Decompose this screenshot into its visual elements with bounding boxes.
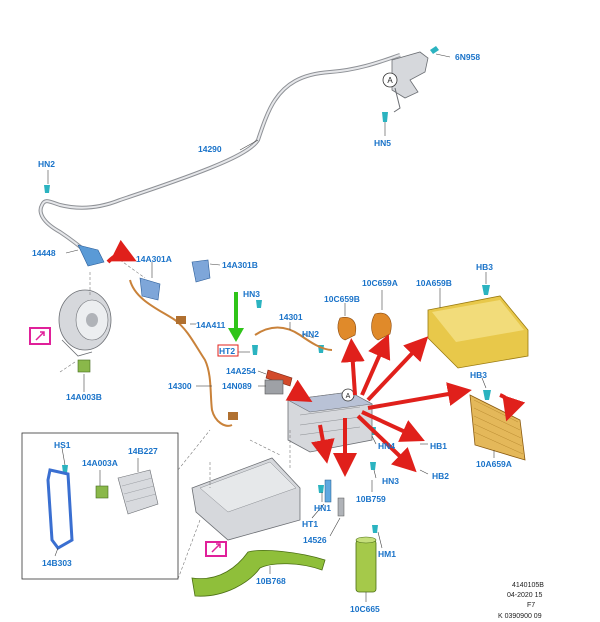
leader-lines bbox=[47, 53, 495, 602]
label-14A411: 14A411 bbox=[196, 320, 226, 330]
label-14N089: 14N089 bbox=[222, 381, 252, 391]
label-14A003A: 14A003A bbox=[82, 458, 118, 468]
connector-14A301A bbox=[139, 277, 161, 301]
label-14A301B: 14A301B bbox=[222, 260, 258, 270]
part-14A003A bbox=[95, 485, 109, 499]
label-10C665: 10C665 bbox=[350, 604, 380, 614]
top-bracket: A bbox=[382, 51, 429, 113]
label-14300: 14300 bbox=[168, 381, 192, 391]
footer-line4: K 0390900 09 bbox=[498, 613, 542, 620]
sensor-14526 bbox=[324, 479, 332, 503]
label-14A301A: 14A301A bbox=[136, 254, 172, 264]
pad-10C659B bbox=[337, 317, 357, 341]
connector-14A411 bbox=[176, 316, 186, 324]
label-10A659A: 10A659A bbox=[476, 459, 512, 469]
footer-line1: 4140105B bbox=[512, 582, 544, 589]
label-HN1: HN1 bbox=[314, 503, 331, 513]
label-10C659A: 10C659A bbox=[362, 278, 398, 288]
label-HB3-mid: HB3 bbox=[470, 370, 487, 380]
lower-tray bbox=[191, 430, 301, 541]
connector-14300 bbox=[228, 412, 238, 420]
callout-letter: A bbox=[387, 76, 393, 85]
label-HN3-top: HN3 bbox=[243, 289, 260, 299]
footer-line2: 04-2020 15 bbox=[507, 592, 543, 599]
highlight-box-bottom bbox=[205, 541, 227, 557]
label-10B768: 10B768 bbox=[256, 576, 286, 586]
label-14448: 14448 bbox=[32, 248, 56, 258]
main-cable-harness bbox=[38, 53, 401, 257]
pad-10C659A bbox=[371, 312, 392, 341]
label-HN3-bottom: HN3 bbox=[382, 476, 399, 486]
connector-14A301B bbox=[191, 259, 211, 283]
part-14A003B bbox=[77, 359, 91, 373]
label-10A659B: 10A659B bbox=[416, 278, 452, 288]
svg-text:A: A bbox=[346, 393, 351, 400]
fastener-icons bbox=[44, 46, 491, 533]
label-14301: 14301 bbox=[279, 312, 303, 322]
sensor-ht1 bbox=[337, 497, 345, 517]
label-14B303: 14B303 bbox=[42, 558, 72, 568]
footer-line3: F7 bbox=[527, 602, 535, 609]
label-10B759: 10B759 bbox=[356, 494, 386, 504]
label-HM1: HM1 bbox=[378, 549, 396, 559]
part-labels: 6N958 HN5 14290 HN2 14448 14A301A 14A301… bbox=[32, 52, 512, 614]
label-HB1: HB1 bbox=[430, 441, 447, 451]
label-14B227: 14B227 bbox=[128, 446, 158, 456]
label-HB2: HB2 bbox=[432, 471, 449, 481]
label-14A254: 14A254 bbox=[226, 366, 256, 376]
shield-10B768 bbox=[191, 550, 326, 597]
label-14290: 14290 bbox=[198, 144, 222, 154]
frame-14B303 bbox=[46, 468, 74, 550]
part-14B227 bbox=[117, 469, 159, 515]
highlight-box-left bbox=[29, 327, 51, 345]
label-HN2-mid: HN2 bbox=[302, 329, 319, 339]
connector-14448 bbox=[77, 244, 105, 267]
label-10C659B: 10C659B bbox=[324, 294, 360, 304]
label-HT2: HT2 bbox=[219, 346, 235, 356]
part-10C665 bbox=[355, 539, 377, 593]
part-14N089 bbox=[264, 379, 284, 395]
label-HB3-top: HB3 bbox=[476, 262, 493, 272]
inset-box bbox=[21, 432, 179, 580]
label-HT1: HT1 bbox=[302, 519, 318, 529]
orange-harness bbox=[129, 279, 233, 427]
cover-10A659A bbox=[469, 394, 526, 461]
label-HN4: HN4 bbox=[378, 441, 395, 451]
label-14526: 14526 bbox=[303, 535, 327, 545]
battery-module: A bbox=[287, 388, 373, 453]
label-HN5: HN5 bbox=[374, 138, 391, 148]
compressor-unit bbox=[58, 289, 112, 357]
label-6N958: 6N958 bbox=[455, 52, 480, 62]
callout-circle bbox=[382, 72, 398, 88]
red-arrows bbox=[106, 239, 526, 477]
label-HN2-top: HN2 bbox=[38, 159, 55, 169]
ht2-highlight bbox=[217, 344, 239, 357]
drawing-footer: 4140105B 04-2020 15 F7 K 0390900 09 bbox=[498, 582, 544, 620]
label-HS1: HS1 bbox=[54, 440, 71, 450]
harness-14301 bbox=[254, 326, 333, 351]
label-14A003B: 14A003B bbox=[66, 392, 102, 402]
